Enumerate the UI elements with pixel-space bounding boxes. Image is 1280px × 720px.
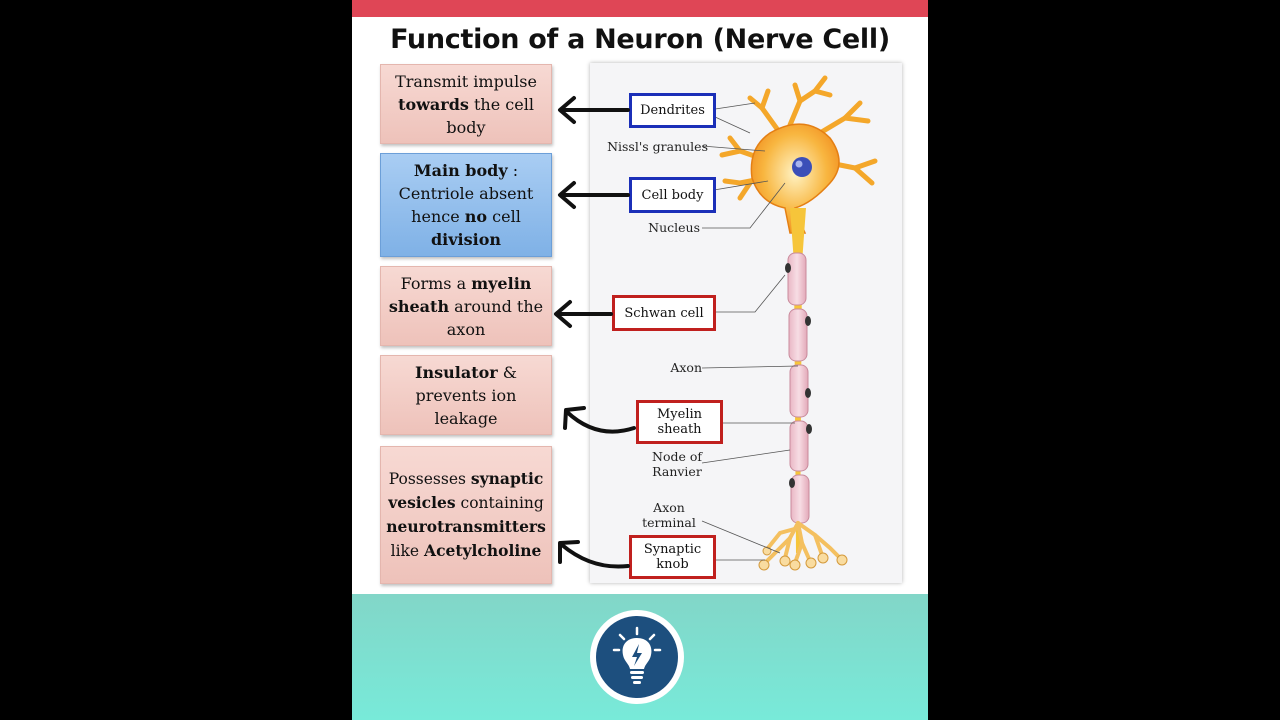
card-dendrites-function: Transmit impulse towards the cell body [380,64,552,144]
top-bar [352,0,928,17]
label-nucleus: Nucleus [648,220,700,235]
label-axon: Axon [670,360,702,375]
label-nissl-granules: Nissl's granules [607,139,708,154]
curved-arrow-icon [565,410,636,434]
card-text: Possesses synaptic vesicles containing n… [386,467,546,563]
card-cell-body-function: Main body : Centriole absent hence no ce… [380,153,552,257]
box-synaptic-knob: Synaptic knob [629,535,716,579]
channel-logo [590,610,684,704]
card-text-plain: & prevents ion leakage [415,362,518,428]
card-text-bold: towards [398,94,469,114]
card-text-plain: the cell body [446,94,534,137]
card-text-plain: like [390,542,425,560]
card-text-bold: Insulator [414,362,498,382]
card-text-plain: Possesses [388,470,471,488]
curved-arrow-icon [560,543,630,569]
lightbulb-icon [612,626,662,684]
card-text: Insulator & prevents ion leakage [387,361,545,430]
page-title: Function of a Neuron (Nerve Cell) [390,24,890,55]
arrows-layer [554,96,636,569]
bottom-band [352,594,928,720]
card-schwan-cell-function: Forms a myelin sheath around the axon [380,266,552,346]
box-dendrites: Dendrites [629,93,716,128]
card-text-bold: no [464,207,488,226]
card-text-bold: neurotransmitters [386,517,546,536]
label-node-of-ranvier: Node of Ranvier [652,449,702,479]
card-text-plain: around the axon [446,296,544,339]
box-cell-body: Cell body [629,177,716,213]
card-text-plain: containing [455,494,544,512]
slide: Function of a Neuron (Nerve Cell) Transm… [352,0,928,720]
card-text: Transmit impulse towards the cell body [387,70,545,139]
neuron-illustration [701,75,878,571]
card-myelin-sheath-function: Insulator & prevents ion leakage [380,355,552,435]
card-text-bold: myelin sheath [388,273,532,316]
card-text-bold: synaptic vesicles [388,469,544,512]
card-text-bold: division [430,230,502,249]
card-text-bold: Acetylcholine [424,541,542,560]
card-text-plain: : Centriole absent hence [398,161,534,226]
card-text-plain: Forms a [400,273,472,293]
card-text-plain: cell [487,207,521,226]
card-text-plain: Transmit impulse [395,71,537,91]
box-myelin-sheath: Myelin sheath [636,400,723,444]
box-schwan-cell: Schwan cell [612,295,716,331]
card-text-bold: Main body [413,161,508,180]
card-synaptic-knob-function: Possesses synaptic vesicles containing n… [380,446,552,584]
card-text: Forms a myelin sheath around the axon [387,272,545,341]
neuron-diagram: Nissl's granules Nucleus Axon Node of Ra… [590,63,902,583]
card-text: Main body : Centriole absent hence no ce… [387,159,545,251]
label-axon-terminal: Axon terminal [642,500,696,530]
